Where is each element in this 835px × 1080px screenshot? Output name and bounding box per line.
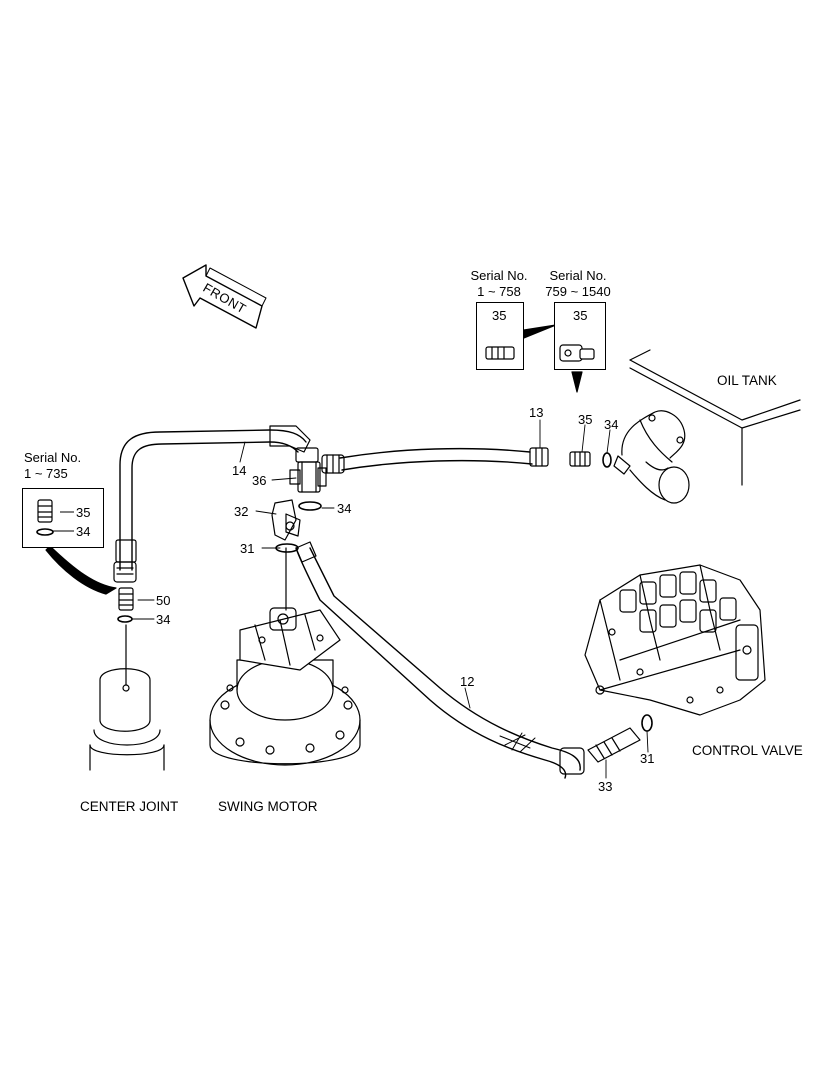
arrow-a-to-b <box>523 324 557 339</box>
title-control-valve: CONTROL VALVE <box>692 743 803 758</box>
part-label-35-inset-a: 35 <box>492 308 507 323</box>
fitting-35-tank <box>569 451 612 468</box>
serial-a-label: Serial No. 1 ~ 758 <box>466 268 532 300</box>
part-label-50: 50 <box>156 593 171 608</box>
serial-a-title: Serial No. <box>470 268 528 283</box>
arrow-c-curve <box>45 545 117 595</box>
serial-c-title: Serial No. <box>24 450 82 465</box>
part-label-34-inset-c: 34 <box>76 524 91 539</box>
part-label-35-inset-b: 35 <box>573 308 588 323</box>
oil-tank-port <box>613 410 690 504</box>
part-label-34-center: 34 <box>156 612 171 627</box>
part-label-31-motor: 31 <box>240 541 255 556</box>
part-label-32: 32 <box>234 504 249 519</box>
hose-12 <box>295 541 585 779</box>
front-arrow <box>182 264 267 329</box>
part-label-13: 13 <box>529 405 544 420</box>
fitting-36-tee <box>289 447 327 511</box>
part-label-12: 12 <box>460 674 475 689</box>
hose-14 <box>113 425 311 583</box>
center-joint <box>89 624 165 771</box>
serial-b-title: Serial No. <box>549 268 607 283</box>
control-valve <box>584 564 766 716</box>
title-oil-tank: OIL TANK <box>717 373 777 388</box>
serial-b-range: 759 ~ 1540 <box>545 284 611 299</box>
hose-13 <box>321 447 549 474</box>
serial-a-range: 1 ~ 758 <box>477 284 521 299</box>
serial-c-label: Serial No. 1 ~ 735 <box>24 450 82 482</box>
part-label-36: 36 <box>252 473 267 488</box>
inset-box-serial-c <box>22 488 104 548</box>
serial-c-range: 1 ~ 735 <box>24 466 68 481</box>
fitting-50 <box>117 587 134 623</box>
part-label-34-tee: 34 <box>337 501 352 516</box>
swing-motor <box>209 547 361 766</box>
part-label-34-tank: 34 <box>604 417 619 432</box>
part-label-35-tank: 35 <box>578 412 593 427</box>
part-label-14: 14 <box>232 463 247 478</box>
oil-tank-outline <box>629 349 801 486</box>
part-label-35-inset-c: 35 <box>76 505 91 520</box>
arrow-b-down <box>571 371 583 393</box>
part-label-33: 33 <box>598 779 613 794</box>
serial-b-label: Serial No. 759 ~ 1540 <box>538 268 618 300</box>
part-label-31-valve: 31 <box>640 751 655 766</box>
title-swing-motor: SWING MOTOR <box>218 799 318 814</box>
fitting-32-elbow <box>271 499 301 553</box>
title-center-joint: CENTER JOINT <box>80 799 179 814</box>
